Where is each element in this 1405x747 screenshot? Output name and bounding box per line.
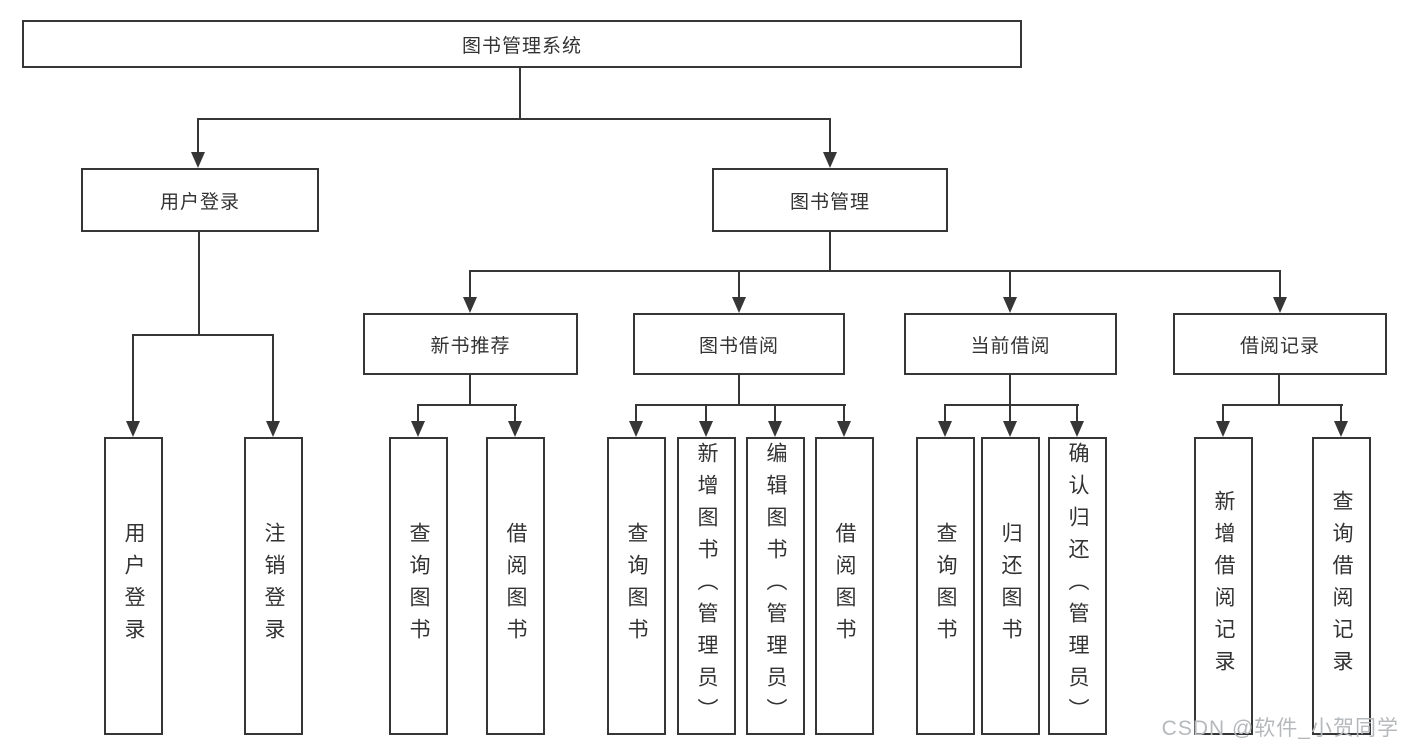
connector-line (774, 404, 776, 423)
leaf-label: 借阅图书 (504, 522, 527, 650)
arrowhead-down-icon (126, 421, 140, 437)
arrowhead-down-icon (266, 421, 280, 437)
leaf-query-books-3: 查询图书 (916, 437, 975, 735)
connector-line (198, 232, 200, 336)
arrowhead-down-icon (508, 421, 522, 437)
arrowhead-down-icon (1003, 297, 1017, 313)
node-borrowing-records: 借阅记录 (1173, 313, 1387, 375)
leaf-label: 确认归还（管理员） (1066, 442, 1089, 730)
node-book-management: 图书管理 (712, 168, 948, 232)
leaf-borrow-books-2: 借阅图书 (815, 437, 874, 735)
connector-line (514, 404, 516, 423)
arrowhead-down-icon (768, 421, 782, 437)
connector-line (944, 404, 1079, 406)
connector-line (1009, 270, 1011, 299)
connector-line (635, 404, 846, 406)
connector-line (132, 334, 274, 336)
arrowhead-down-icon (837, 421, 851, 437)
leaf-label: 查询图书 (625, 522, 648, 650)
connector-line (197, 118, 831, 120)
connector-line (272, 334, 274, 423)
node-current-borrowing: 当前借阅 (904, 313, 1117, 375)
leaf-label: 查询借阅记录 (1330, 490, 1353, 682)
leaf-label: 归还图书 (999, 522, 1022, 650)
connector-line (519, 68, 521, 120)
node-book-borrowing: 图书借阅 (633, 313, 845, 375)
arrowhead-down-icon (411, 421, 425, 437)
leaf-label: 注销登录 (262, 522, 285, 650)
connector-line (469, 270, 471, 299)
connector-line (1009, 375, 1011, 406)
connector-line (417, 404, 419, 423)
leaf-label: 借阅图书 (833, 522, 856, 650)
node-user-login: 用户登录 (81, 168, 319, 232)
arrowhead-down-icon (463, 297, 477, 313)
leaf-add-book-admin: 新增图书（管理员） (677, 437, 736, 735)
connector-line (829, 232, 831, 272)
connector-line (469, 375, 471, 406)
arrowhead-down-icon (1070, 421, 1084, 437)
node-label: 图书管理系统 (461, 35, 582, 57)
leaf-label: 查询图书 (407, 522, 430, 650)
connector-line (417, 404, 517, 406)
arrowhead-down-icon (699, 421, 713, 437)
connector-line (635, 404, 637, 423)
connector-line (197, 118, 199, 154)
connector-line (1340, 404, 1342, 423)
leaf-query-books-1: 查询图书 (389, 437, 448, 735)
watermark: CSDN @软件_小贺同学 (1161, 717, 1399, 740)
connector-line (1009, 404, 1011, 423)
node-label: 当前借阅 (970, 335, 1051, 357)
connector-line (705, 404, 707, 423)
node-label: 新书推荐 (430, 335, 511, 357)
leaf-query-borrow-record: 查询借阅记录 (1312, 437, 1371, 735)
connector-line (944, 404, 946, 423)
connector-line (469, 270, 1281, 272)
node-label: 借阅记录 (1239, 335, 1320, 357)
leaf-label: 编辑图书（管理员） (764, 442, 787, 730)
node-label: 图书借阅 (698, 335, 779, 357)
arrowhead-down-icon (191, 152, 205, 168)
leaf-confirm-return-admin: 确认归还（管理员） (1048, 437, 1107, 735)
arrowhead-down-icon (938, 421, 952, 437)
leaf-label: 新增图书（管理员） (695, 442, 718, 730)
leaf-logout: 注销登录 (244, 437, 303, 735)
connector-line (843, 404, 845, 423)
connector-line (738, 375, 740, 406)
arrowhead-down-icon (1273, 297, 1287, 313)
leaf-edit-book-admin: 编辑图书（管理员） (746, 437, 805, 735)
leaf-borrow-books-1: 借阅图书 (486, 437, 545, 735)
leaf-label: 新增借阅记录 (1212, 490, 1235, 682)
arrowhead-down-icon (1216, 421, 1230, 437)
leaf-return-books: 归还图书 (981, 437, 1040, 735)
connector-line (1076, 404, 1078, 423)
connector-line (132, 334, 134, 423)
arrowhead-down-icon (629, 421, 643, 437)
node-label: 图书管理 (789, 191, 870, 213)
node-book-management-system: 图书管理系统 (22, 20, 1022, 68)
connector-line (1279, 270, 1281, 299)
arrowhead-down-icon (823, 152, 837, 168)
node-label: 用户登录 (159, 191, 240, 213)
leaf-label: 查询图书 (934, 522, 957, 650)
connector-line (829, 118, 831, 154)
leaf-add-borrow-record: 新增借阅记录 (1194, 437, 1253, 735)
arrowhead-down-icon (1003, 421, 1017, 437)
connector-line (738, 270, 740, 299)
arrowhead-down-icon (1334, 421, 1348, 437)
node-new-book-recommend: 新书推荐 (363, 313, 578, 375)
connector-line (1222, 404, 1224, 423)
leaf-label: 用户登录 (122, 522, 145, 650)
connector-line (1222, 404, 1343, 406)
leaf-query-books-2: 查询图书 (607, 437, 666, 735)
leaf-user-login: 用户登录 (104, 437, 163, 735)
connector-line (1278, 375, 1280, 406)
arrowhead-down-icon (732, 297, 746, 313)
